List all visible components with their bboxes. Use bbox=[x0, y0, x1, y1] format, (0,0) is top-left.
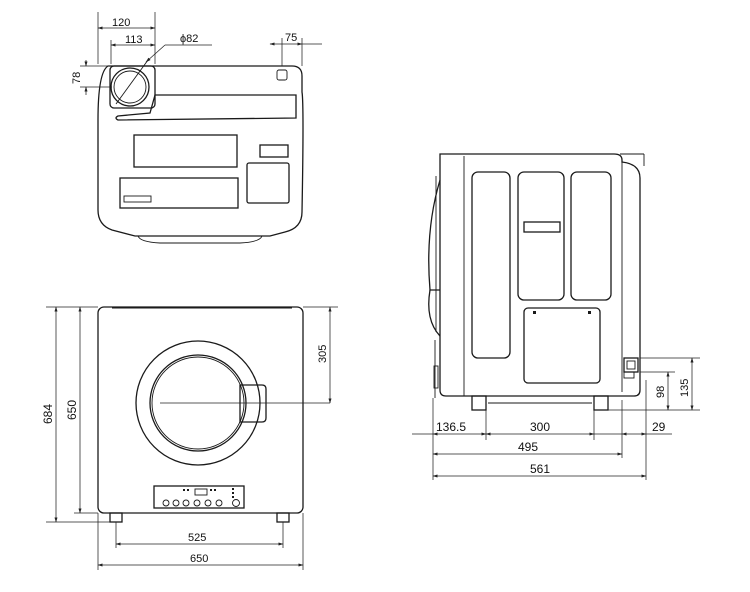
dim-foot-span: 525 bbox=[188, 532, 206, 544]
dim-width: 650 bbox=[190, 553, 208, 565]
side-panel-middle bbox=[517, 171, 565, 301]
side-access-panel bbox=[523, 307, 601, 384]
power-button bbox=[232, 499, 240, 507]
top-label-plate bbox=[259, 144, 289, 158]
side-panel-left bbox=[471, 171, 511, 359]
side-label-plate bbox=[523, 221, 561, 233]
side-view: 98 135 136.5 300 29 495 561 bbox=[412, 153, 700, 480]
dim-front-overhang: 136.5 bbox=[436, 420, 466, 434]
side-body bbox=[439, 153, 641, 397]
rear-corner-pin bbox=[276, 69, 288, 81]
front-body bbox=[97, 306, 304, 514]
top-view-outline bbox=[97, 65, 304, 237]
control-button bbox=[182, 499, 190, 507]
rear-port bbox=[623, 357, 639, 379]
dim-total-depth: 561 bbox=[530, 462, 550, 476]
dim-vent-offset-outer: 120 bbox=[112, 17, 130, 29]
dim-vent-offset-inner: 113 bbox=[125, 34, 143, 46]
dim-vent-depth: 78 bbox=[71, 72, 83, 84]
control-button bbox=[204, 499, 212, 507]
dim-rear-port-height: 98 bbox=[655, 386, 667, 398]
top-centre-panel bbox=[133, 134, 238, 168]
side-foot-rear bbox=[593, 395, 609, 411]
dim-body-depth: 495 bbox=[518, 440, 538, 454]
top-view: 120 113 ϕ82 75 78 bbox=[71, 12, 322, 244]
top-right-panel bbox=[246, 162, 290, 204]
control-button bbox=[215, 499, 223, 507]
top-strip-panel bbox=[115, 94, 297, 121]
front-view: 684 650 305 525 650 bbox=[41, 306, 338, 570]
dim-rear-port-top: 135 bbox=[679, 379, 691, 397]
dim-body-height: 650 bbox=[65, 400, 79, 420]
control-panel bbox=[153, 485, 245, 509]
dim-foot-spacing: 300 bbox=[530, 420, 550, 434]
dim-door-center: 305 bbox=[317, 345, 329, 363]
control-button bbox=[172, 499, 180, 507]
vent-duct bbox=[109, 59, 156, 109]
side-door-bulge bbox=[428, 179, 441, 291]
front-foot-left bbox=[109, 512, 123, 523]
top-view-front-lip bbox=[137, 235, 263, 244]
control-button bbox=[193, 499, 201, 507]
dim-total-height: 684 bbox=[41, 404, 55, 424]
dim-rear-offset: 29 bbox=[652, 420, 666, 434]
door bbox=[135, 340, 330, 466]
dim-vent-diameter: ϕ82 bbox=[180, 33, 198, 45]
side-panel-right bbox=[570, 171, 612, 301]
dim-corner-right: 75 bbox=[285, 32, 297, 44]
top-lower-panel bbox=[119, 177, 239, 209]
control-knob bbox=[162, 499, 170, 507]
display-window bbox=[194, 488, 208, 496]
top-lower-panel-slot bbox=[123, 195, 152, 203]
front-foot-right bbox=[276, 512, 290, 523]
side-foot-front bbox=[471, 395, 487, 411]
